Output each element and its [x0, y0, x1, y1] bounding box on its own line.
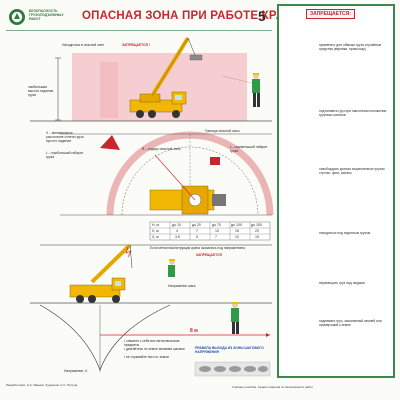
- footer-right: Учебное пособие. Серия плакатов по безоп…: [232, 385, 313, 389]
- table-cell: 7: [215, 235, 217, 239]
- bottom-forbidden: ЗАПРЕЩАЕТСЯ: [196, 253, 222, 257]
- top-caption: Находиться в опасной зоне: [62, 43, 105, 47]
- potential-curve: [39, 304, 171, 371]
- table-cell: 10: [215, 229, 219, 233]
- table-cell: 20: [255, 229, 259, 233]
- worker-bottom: [231, 302, 239, 334]
- table-cell: 4: [176, 229, 178, 233]
- rule-item: освобождать краном защемленные грузом ст…: [319, 167, 385, 175]
- rule-item: • двигайтесь по земле мелкими шагами: [124, 347, 185, 351]
- table-cell: 5: [196, 235, 198, 239]
- header-band: [6, 6, 272, 31]
- series-title: БЕЗОПАСНОСТЬ ГРУЗОПОДЪЕМНЫХ РАБОТ: [29, 9, 64, 21]
- poster-number: 5: [258, 8, 266, 24]
- table-cell: X, м: [152, 229, 159, 233]
- lmax-note: L – наименьший габарит груза: [230, 145, 268, 153]
- table-header-2: до 20: [192, 223, 201, 227]
- height-label: наибольшая высота подъема груза: [28, 85, 54, 97]
- rule-item: • не отрывайте ноги от земли: [124, 355, 169, 359]
- table-cell: 15: [235, 229, 239, 233]
- table-header-0: H, м: [152, 223, 159, 227]
- crane-bottom: [69, 243, 133, 303]
- worker-top: [221, 73, 260, 107]
- right-panel-forbidden: ЗАПРЕЩАЕТСЯ:: [306, 9, 355, 19]
- rule-item: подтягивать груз при наклонном положении…: [319, 109, 387, 117]
- radius-label: R – радиус опасной зоны: [142, 147, 181, 151]
- table-cell: X, м: [152, 235, 159, 239]
- voltage-note: Если металлоконструкции крана оказались …: [150, 246, 246, 250]
- table-header-4: до 100: [231, 223, 242, 227]
- right-panel: [277, 4, 395, 378]
- table-header-5: до 150: [251, 223, 262, 227]
- rule-item: находиться под поднятым грузом: [319, 231, 371, 235]
- step-voltage-label: Напряжение шага: [168, 284, 196, 288]
- table-cell: 7: [196, 229, 198, 233]
- rule-item: • снимите с себя все металлические предм…: [124, 339, 180, 347]
- top-forbidden: ЗАПРЕЩАЕТСЯ !: [122, 43, 150, 47]
- worker-middle: [168, 259, 175, 277]
- rule-item: перемещать груз над людьми: [319, 281, 365, 285]
- x-note: X – минимальное расстояние отлета груза …: [46, 131, 84, 143]
- footer-left: Разработчики: А.А. Иванов; Художник: С.С…: [6, 383, 78, 387]
- l-note: L – наибольший габарит груза: [46, 151, 84, 159]
- border-label: Граница опасной зоны: [205, 129, 240, 133]
- rule-item: поднимать груз, засыпанный землей или пр…: [319, 319, 382, 327]
- table-cell: 15: [255, 235, 259, 239]
- crane-top: [129, 36, 203, 118]
- page-title: ОПАСНАЯ ЗОНА ПРИ РАБОТЕ КРАНА: [82, 10, 302, 22]
- distance-table: [149, 221, 271, 241]
- crane-plan: [149, 185, 226, 215]
- table-cell: 10: [235, 235, 239, 239]
- table-cell: 3.5: [175, 235, 180, 239]
- rule-item: применять для обвязки груза случайные ср…: [319, 43, 382, 51]
- distance-label: 8 м: [190, 328, 198, 334]
- rules-title: ПРАВИЛА ВЫХОДА ИЗ ЗОНЫ ШАГОВОГО НАПРЯЖЕН…: [195, 346, 264, 354]
- potential-label: Напряжение, U: [64, 369, 88, 373]
- table-header-1: до 10: [172, 223, 181, 227]
- table-header-3: до 70: [212, 223, 221, 227]
- logo-icon: [9, 9, 25, 25]
